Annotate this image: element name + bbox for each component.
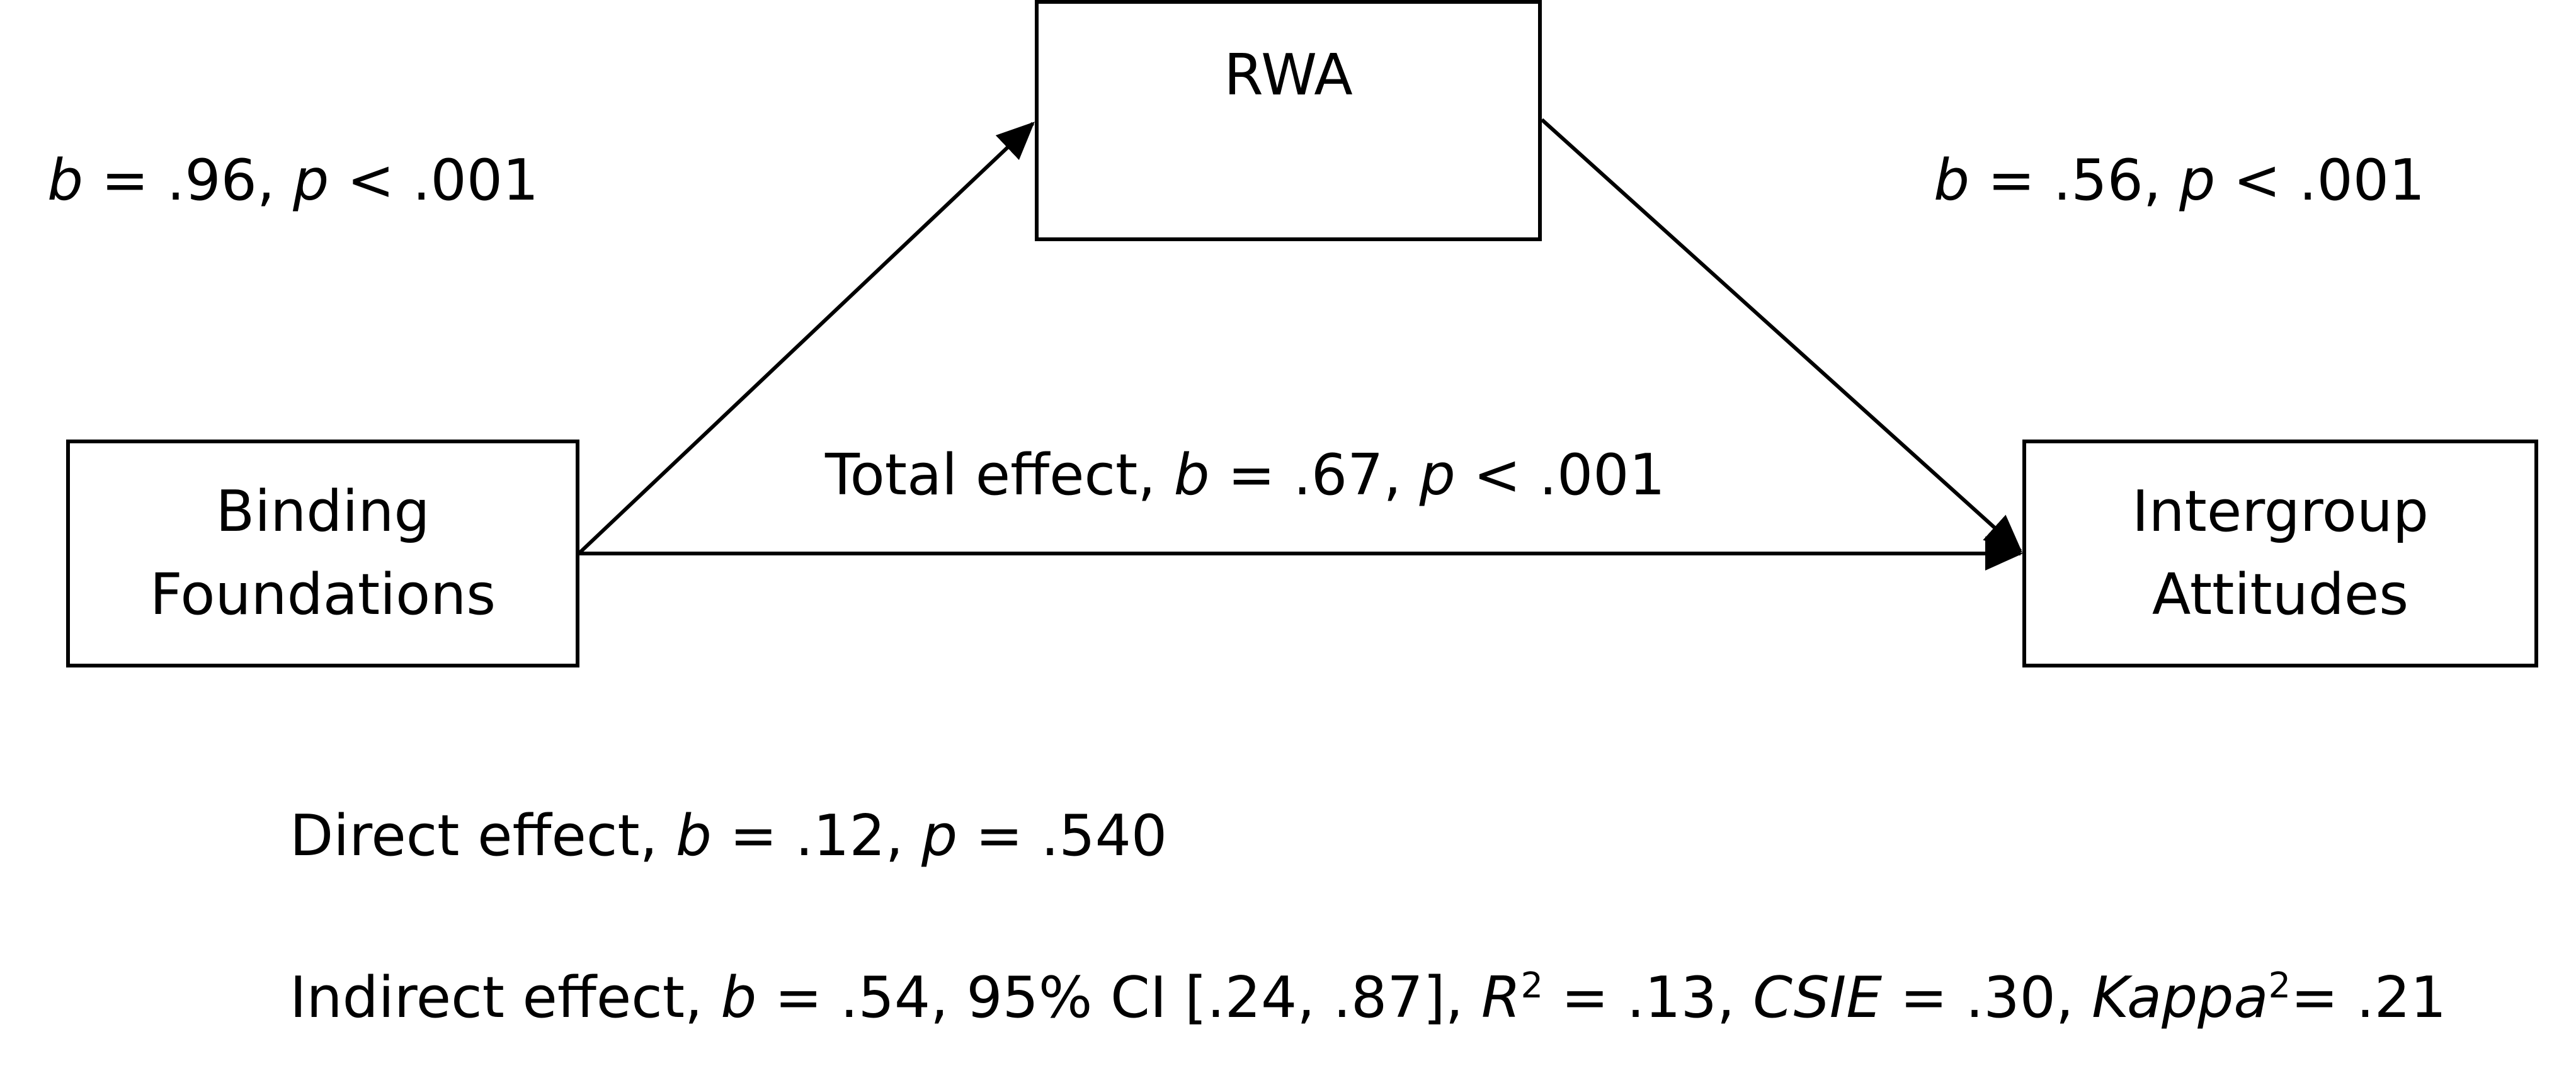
mediator-label: RWA (1224, 42, 1353, 108)
total-effect-b-symbol: b (1173, 442, 1210, 508)
outcome-label-line1: Intergroup (2131, 479, 2429, 545)
outcome-label: Intergroup Attitudes (2132, 470, 2429, 637)
path-a-p-value: < .001 (329, 147, 539, 213)
path-b-b-symbol: b (1934, 147, 1970, 213)
indirect-effect-kappa-value: = .21 (2291, 965, 2447, 1031)
total-effect-b-value: = .67, (1209, 442, 1420, 508)
indirect-effect-b-value: = .54, 95% CI [.24, .87], (756, 965, 1481, 1031)
path-b-p-symbol: p (2179, 147, 2216, 213)
direct-effect-label: Direct effect, (290, 803, 676, 869)
direct-effect-p-symbol: p (921, 803, 958, 869)
path-b-arrow (1540, 118, 2022, 553)
predictor-box-binding-foundations: Binding Foundations (66, 440, 579, 667)
total-effect-label: Total effect, (825, 442, 1174, 508)
predictor-label-line1: Binding (215, 479, 430, 545)
indirect-effect-b-symbol: b (721, 965, 757, 1031)
direct-effect-b-symbol: b (675, 803, 712, 869)
path-a-coefficient: b = .96, p < .001 (47, 146, 539, 215)
path-b-coefficient: b = .56, p < .001 (1934, 146, 2425, 215)
predictor-label-line2: Foundations (149, 562, 496, 628)
indirect-effect-r-superscript: 2 (1520, 965, 1544, 1006)
path-a-p-symbol: p (293, 147, 329, 213)
path-a-arrow (578, 122, 1035, 555)
mediator-box-rwa: RWA (1035, 0, 1542, 241)
direct-effect-p-value: = .540 (957, 803, 1168, 869)
outcome-box-intergroup-attitudes: Intergroup Attitudes (2022, 440, 2538, 667)
predictor-label: Binding Foundations (150, 470, 496, 637)
indirect-effect-csie-symbol: CSIE (1753, 965, 1883, 1031)
total-effect-p-symbol: p (1419, 442, 1456, 508)
indirect-effect-csie-value: = .30, (1882, 965, 2092, 1031)
indirect-effect-coefficient: Indirect effect, b = .54, 95% CI [.24, .… (290, 963, 2446, 1033)
path-a-b-value: = .96, (83, 147, 294, 213)
total-effect-coefficient: Total effect, b = .67, p < .001 (825, 441, 1665, 510)
indirect-effect-label: Indirect effect, (290, 965, 721, 1031)
direct-effect-b-value: = .12, (711, 803, 921, 869)
indirect-effect-r-value: = .13, (1543, 965, 1753, 1031)
path-b-p-value: < .001 (2215, 147, 2425, 213)
direct-effect-coefficient: Direct effect, b = .12, p = .540 (290, 802, 1167, 871)
path-a-b-symbol: b (47, 147, 84, 213)
path-b-b-value: = .56, (1969, 147, 2180, 213)
indirect-effect-r-symbol: R (1481, 965, 1521, 1031)
total-effect-p-value: < .001 (1455, 442, 1665, 508)
outcome-label-line2: Attitudes (2151, 562, 2409, 628)
indirect-effect-kappa-symbol: Kappa (2092, 965, 2269, 1031)
indirect-effect-kappa-superscript: 2 (2268, 965, 2291, 1006)
